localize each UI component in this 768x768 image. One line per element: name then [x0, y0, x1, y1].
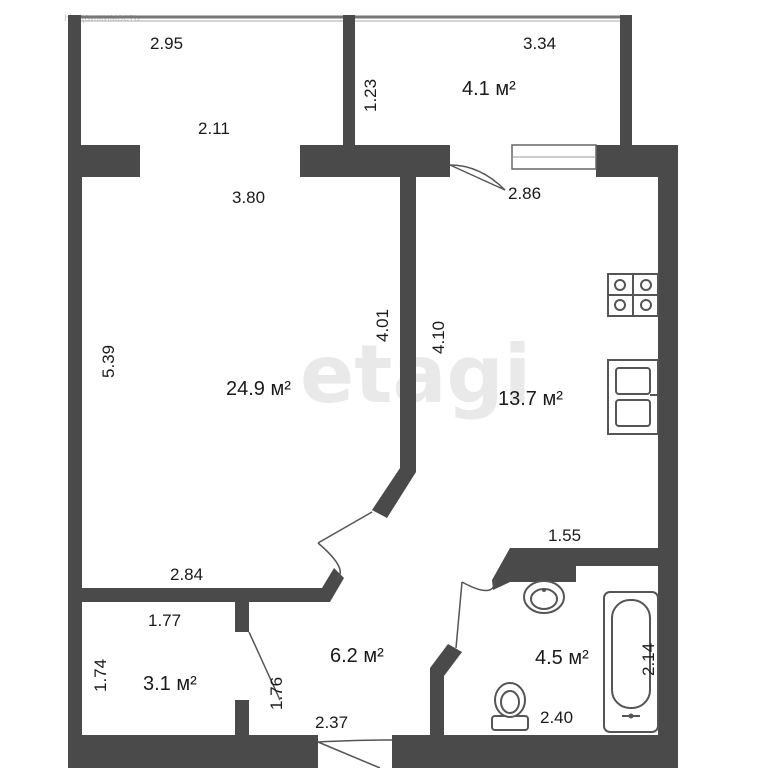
dim-balcony-left-inner: 2.11: [198, 119, 230, 138]
stove-icon: [607, 273, 659, 317]
walls: [68, 15, 678, 768]
dim-balcony-right-width: 3.34: [523, 34, 556, 53]
area-living-room: 24.9 м²: [226, 378, 291, 400]
area-bathroom: 4.5 м²: [535, 647, 589, 669]
dim-kitchen-side: 4.10: [429, 321, 448, 354]
dim-kitchen-bottom: 1.55: [548, 526, 581, 545]
toilet-icon: [491, 682, 529, 731]
dim-storage-width: 1.77: [148, 611, 181, 630]
area-storage: 3.1 м²: [143, 673, 197, 695]
balcony-frames: [80, 15, 625, 22]
dim-living-partition: 4.01: [373, 309, 392, 342]
doors: [248, 164, 506, 768]
dim-kitchen-top: 2.86: [508, 184, 541, 203]
dim-living-height: 5.39: [99, 345, 118, 378]
dim-living-bottom: 2.84: [170, 565, 203, 584]
dim-storage-height: 1.74: [91, 659, 110, 692]
dim-hallway: 2.37: [315, 713, 348, 732]
dim-balcony-left-width: 2.95: [150, 34, 183, 53]
washbasin-icon: [523, 580, 565, 614]
area-kitchen: 13.7 м²: [498, 388, 563, 410]
dim-storage-door: 1.76: [267, 677, 286, 710]
sink-icon: [607, 359, 659, 435]
area-balcony-right: 4.1 м²: [462, 78, 516, 100]
area-hallway: 6.2 м²: [330, 645, 384, 667]
dim-bathroom-bottom: 2.40: [540, 708, 573, 727]
dim-bathroom-side: 2.14: [639, 643, 658, 676]
bathtub-icon: [603, 591, 659, 733]
dim-living-width: 3.80: [232, 188, 265, 207]
kitchen-window: [511, 144, 597, 170]
dim-balcony-right-depth: 1.23: [361, 79, 380, 112]
